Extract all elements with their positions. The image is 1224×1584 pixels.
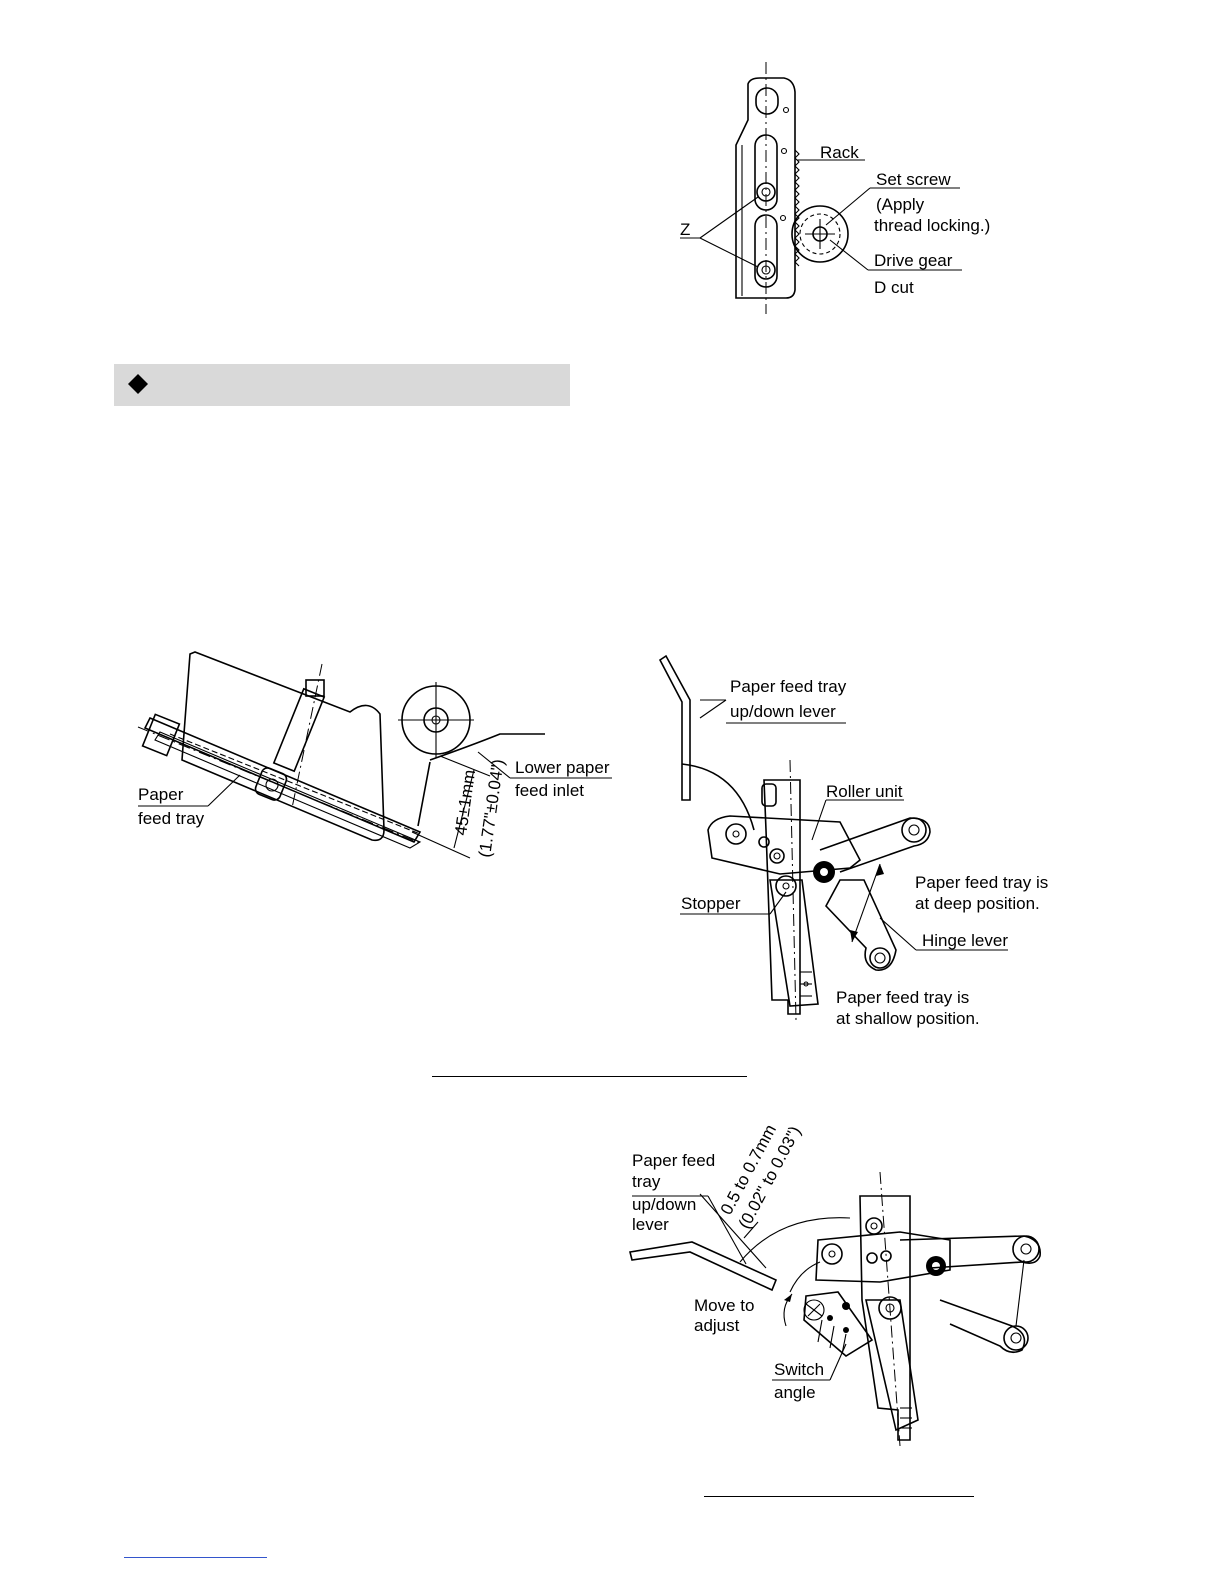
shallow-position-line2: at shallow position. bbox=[836, 1009, 980, 1028]
figure-caption-rule bbox=[704, 1496, 974, 1497]
lever-label-line4: lever bbox=[632, 1215, 669, 1234]
feed-tray-label: feed tray bbox=[138, 809, 205, 828]
rack-drive-gear-figure: Rack Set screw (Apply thread locking.) Z… bbox=[680, 62, 990, 314]
feed-inlet-label: feed inlet bbox=[515, 781, 584, 800]
set-screw-label: Set screw bbox=[876, 170, 951, 189]
apply-label: (Apply bbox=[876, 195, 925, 214]
hinge-lever-label: Hinge lever bbox=[922, 931, 1008, 950]
figure-caption-rule bbox=[432, 1076, 747, 1077]
move-to-adjust-line2: adjust bbox=[694, 1316, 740, 1335]
section-heading-bar bbox=[114, 364, 570, 406]
dimension-inch-label: (1.77"±0.04") bbox=[475, 758, 508, 859]
paper-label: Paper bbox=[138, 785, 184, 804]
roller-unit-label: Roller unit bbox=[826, 782, 903, 801]
deep-position-line1: Paper feed tray is bbox=[915, 873, 1048, 892]
stopper-label: Stopper bbox=[681, 894, 741, 913]
move-to-adjust-line1: Move to bbox=[694, 1296, 754, 1315]
thread-locking-label: thread locking.) bbox=[874, 216, 990, 235]
paper-feed-tray-figure: Paper feed tray Lower paper feed inlet 4… bbox=[137, 651, 612, 859]
diamond-icon bbox=[128, 374, 148, 394]
switch-angle-line1: Switch bbox=[774, 1360, 824, 1379]
footer-link-rule bbox=[124, 1557, 267, 1558]
rack-label: Rack bbox=[820, 143, 859, 162]
dimension-mm-label: 45±1mm bbox=[451, 769, 479, 837]
lower-paper-label: Lower paper bbox=[515, 758, 610, 777]
d-cut-label: D cut bbox=[874, 278, 914, 297]
lever-label-line1: Paper feed tray bbox=[730, 677, 847, 696]
deep-position-line2: at deep position. bbox=[915, 894, 1040, 913]
tray-lever-figure: Paper feed tray up/down lever Roller uni… bbox=[658, 654, 1048, 1028]
shallow-position-line1: Paper feed tray is bbox=[836, 988, 969, 1007]
lever-label-line1: Paper feed bbox=[632, 1151, 715, 1170]
lever-label-line3: up/down bbox=[632, 1195, 696, 1214]
switch-angle-figure: Paper feed tray up/down lever 0.5 to 0.7… bbox=[629, 1121, 1041, 1447]
z-label: Z bbox=[680, 220, 690, 239]
drive-gear-label: Drive gear bbox=[874, 251, 953, 270]
lever-label-line2: up/down lever bbox=[730, 702, 836, 721]
switch-angle-line2: angle bbox=[774, 1383, 816, 1402]
lever-label-line2: tray bbox=[632, 1172, 661, 1191]
